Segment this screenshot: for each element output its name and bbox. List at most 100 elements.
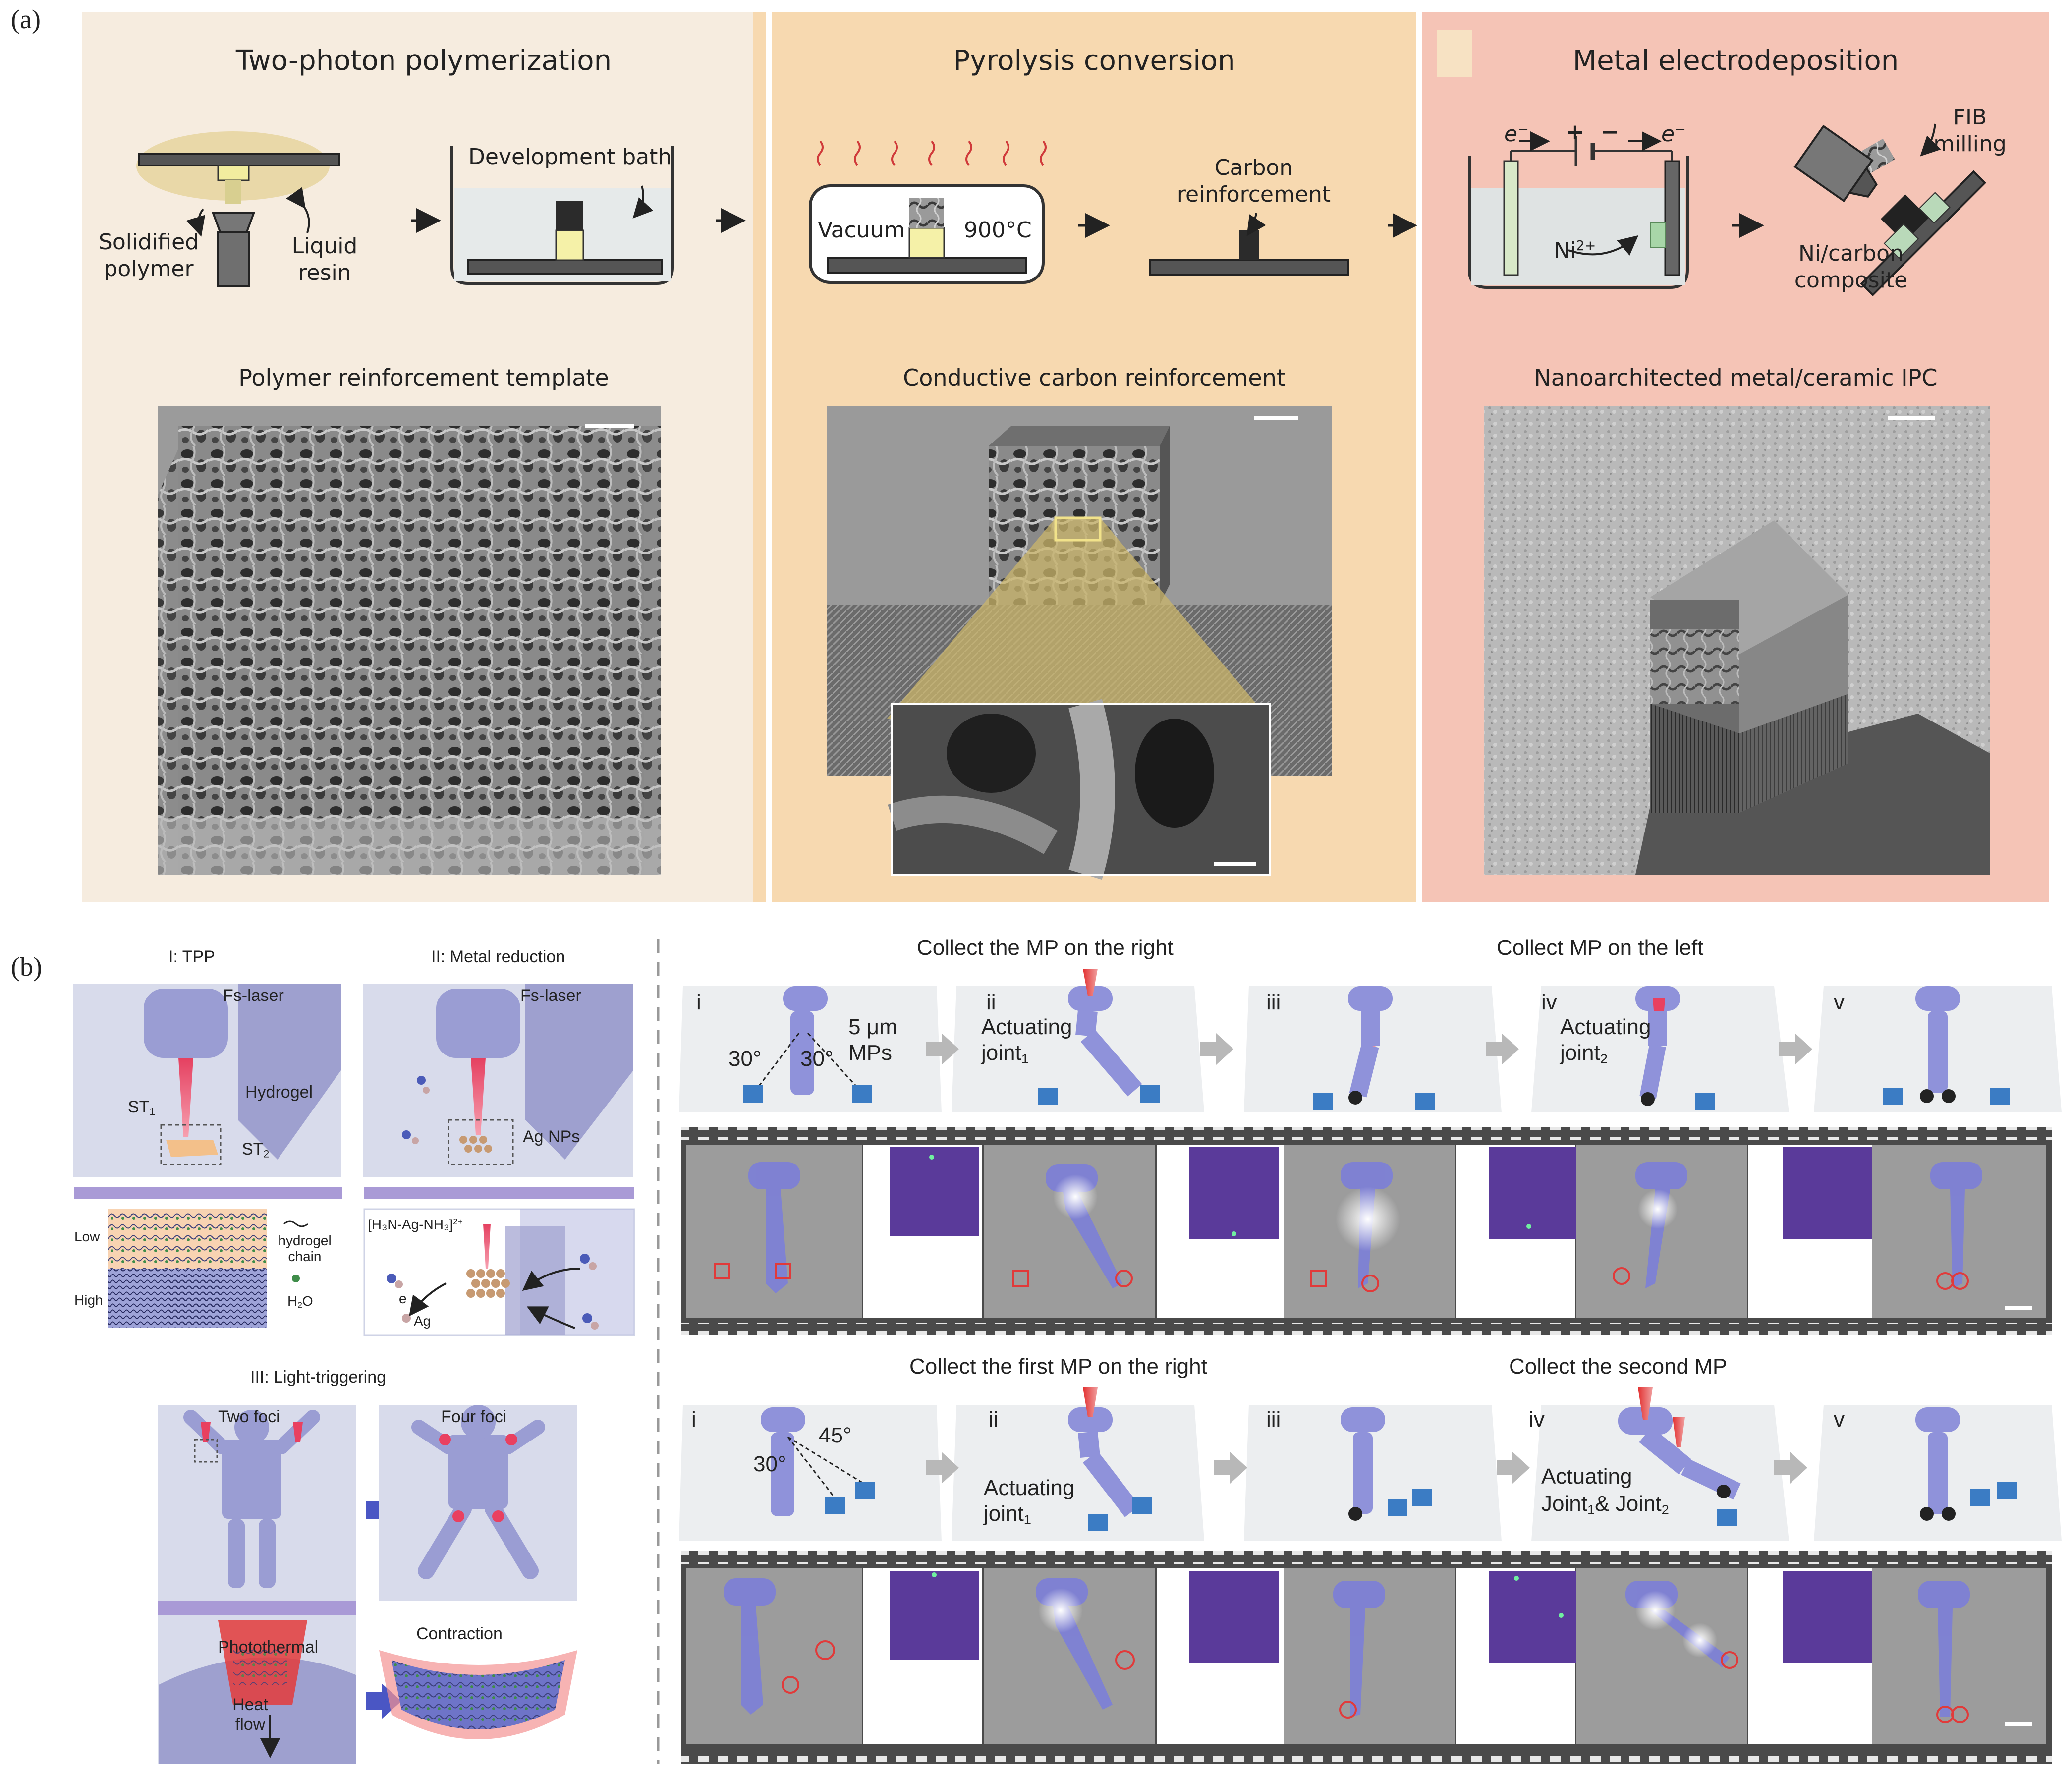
label-5um: 5 μm (848, 1015, 897, 1039)
sem-carbon-reinforcement (827, 406, 1332, 880)
label-joint2-top: joint2 (1560, 1041, 1608, 1067)
complex-formula: [H₃N-Ag-NH₃] (368, 1217, 453, 1232)
step-iv-bottom: iv (1529, 1407, 1545, 1432)
joint-sub: 1 (1023, 1511, 1031, 1527)
development-bath-diagram (450, 146, 746, 285)
label-carbon-reinforcement: Carbon reinforcement (1170, 155, 1338, 208)
label-carbon: Carbon (1214, 155, 1293, 180)
top-film-strip (681, 1127, 2052, 1335)
heading-collect-mp-right: Collect the MP on the right (917, 936, 1174, 960)
label-vacuum: Vacuum (818, 218, 905, 243)
label-e-minus: e (399, 1291, 407, 1306)
label-h2o: H2O (287, 1293, 313, 1310)
label-joint1-top: joint1 (981, 1041, 1029, 1067)
ni-symbol: Ni (1554, 238, 1576, 263)
label-mps: MPs (848, 1041, 892, 1065)
label-low: Low (74, 1229, 100, 1244)
label-electron-left: e− (1504, 116, 1529, 148)
label-photothermal: Photothermal (218, 1638, 319, 1657)
st-text: ST (128, 1098, 150, 1116)
step-iii-top: iii (1266, 990, 1281, 1014)
joint-sub: 1 (1021, 1051, 1029, 1066)
label-st2: ST2 (242, 1140, 269, 1160)
caption-carbon-reinforcement: Conductive carbon reinforcement (903, 364, 1286, 391)
label-angle-30-bottom: 30° (753, 1452, 786, 1476)
label-two-foci: Two foci (218, 1407, 280, 1426)
label-electron-right: e− (1661, 116, 1686, 148)
label-iii-light-triggering: III: Light-triggering (250, 1368, 387, 1386)
label-ag: Ag (414, 1313, 431, 1329)
bottom-schematics (679, 1387, 2062, 1541)
electron-symbol: e (1504, 121, 1518, 147)
metal-reduction-schematic (363, 984, 635, 1336)
label-temperature: 900°C (964, 218, 1032, 243)
label-heat: Heat (232, 1695, 268, 1714)
h2o-o: O (302, 1293, 313, 1309)
label-minus: − (1601, 119, 1619, 145)
electron-charge: − (1675, 122, 1686, 137)
label-ag-nps: Ag NPs (523, 1127, 580, 1146)
heading-collect-mp-left: Collect MP on the left (1497, 936, 1704, 960)
h2o-sub: 2 (297, 1300, 302, 1310)
label-fib-milling: FIB milling (1920, 104, 2019, 158)
label-actuating-bottom-2: Actuating (1541, 1464, 1632, 1489)
label-ni-carbon-composite: Ni/carbon composite (1784, 240, 1918, 294)
step-i-bottom: i (691, 1407, 696, 1432)
label-hydrogel-chain-1: hydrogel (278, 1233, 332, 1248)
step-v-top: v (1834, 990, 1845, 1014)
label-liquid-resin: Liquid resin (278, 233, 372, 286)
caption-polymer-template: Polymer reinforcement template (238, 364, 609, 391)
sem-metal-ceramic-ipc (1484, 406, 1990, 875)
label-fs-laser-2: Fs-laser (520, 986, 581, 1005)
joint2-sub: 2 (1661, 1501, 1669, 1517)
light-triggering-schematic (158, 1405, 577, 1764)
step-iii-bottom: iii (1266, 1407, 1281, 1432)
label-high: High (74, 1292, 103, 1308)
step-ii-bottom: ii (989, 1407, 999, 1432)
label-ni-ion: Ni2+ (1554, 233, 1596, 264)
h2o-h: H (287, 1293, 298, 1309)
label-ii-metal-reduction: II: Metal reduction (431, 947, 565, 966)
label-fib: FIB (1953, 105, 1987, 130)
label-actuating-top-2: Actuating (1560, 1015, 1651, 1039)
sem-polymer-template (158, 406, 661, 875)
st-text: ST (242, 1140, 264, 1159)
step-ii-top: ii (986, 990, 996, 1014)
label-reinforcement: reinforcement (1176, 182, 1331, 207)
pyrolysis-diagram (809, 140, 1417, 284)
label-heat-flow: Heat flow (225, 1695, 275, 1734)
electrodeposition-diagram (1468, 123, 1986, 296)
label-fs-laser-1: Fs-laser (223, 986, 284, 1005)
tpp-schematic (73, 984, 342, 1328)
panel-a-label: (a) (11, 4, 41, 34)
electron-symbol: e (1661, 121, 1675, 147)
label-resin: resin (298, 260, 351, 285)
label-i-tpp: I: TPP (168, 947, 215, 966)
joint1-sub: 1 (1587, 1501, 1595, 1517)
st1-subscript: 1 (149, 1106, 156, 1118)
top-schematics (679, 969, 2062, 1112)
tpp-setup-diagram (136, 131, 441, 287)
label-complex-ion: [H₃N-Ag-NH₃]2+ (368, 1217, 463, 1233)
label-flow: flow (235, 1715, 266, 1734)
label-four-foci: Four foci (441, 1407, 507, 1426)
label-hydrogel-chain: hydrogel chain (278, 1233, 332, 1265)
section-title-tpp: Two-photon polymerization (235, 45, 612, 77)
section-title-pyrolysis: Pyrolysis conversion (953, 45, 1235, 77)
joint-sub: 2 (1600, 1051, 1608, 1066)
label-ni-carbon: Ni/carbon (1798, 241, 1904, 266)
label-contraction: Contraction (416, 1624, 503, 1643)
label-solidified-polymer: Solidified polymer (94, 229, 203, 282)
label-development-bath: Development bath (468, 144, 672, 169)
label-actuating-bottom-1: Actuating (984, 1476, 1075, 1500)
ni-charge: 2+ (1576, 238, 1596, 254)
label-joint1-joint2: Joint1& Joint2 (1541, 1492, 1669, 1518)
label-composite: composite (1794, 268, 1908, 293)
complex-charge: 2+ (453, 1217, 463, 1226)
joint-amp-text: & Joint (1595, 1492, 1662, 1516)
joint-text: joint (981, 1041, 1021, 1065)
label-joint1-bottom: joint1 (984, 1501, 1031, 1528)
electron-charge: − (1517, 122, 1529, 137)
label-polymer: polymer (104, 256, 194, 281)
